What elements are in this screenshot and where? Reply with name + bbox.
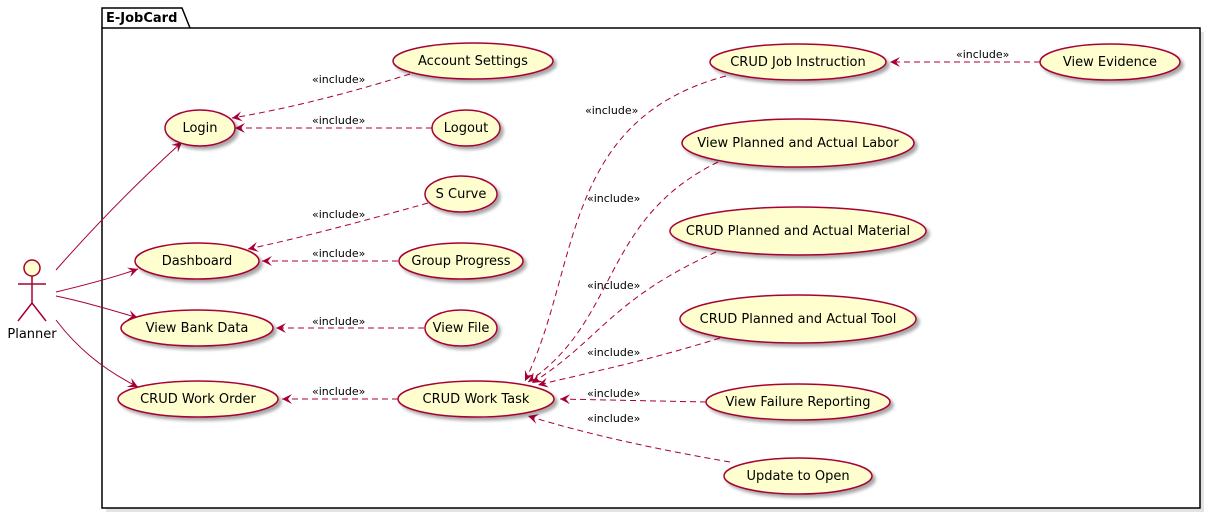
usecase-label: Update to Open [746,469,849,484]
actor-associations [55,141,183,388]
usecase-view-bank-data[interactable] [120,309,274,347]
usecase-crud-job-instruction[interactable] [709,43,887,81]
usecase-login[interactable] [164,109,236,147]
usecase-label: View Failure Reporting [725,395,870,410]
usecase-label: View Evidence [1063,55,1157,70]
dep-crud-job-instruction [524,75,727,382]
assoc-login [55,141,183,271]
use-cases [117,42,1181,495]
dep-crud-tool [537,337,721,388]
include-label: «include» [587,192,640,205]
dep-view-labor [527,161,719,383]
package-title: E-JobCard [106,11,177,26]
usecase-account-settings[interactable] [392,42,554,80]
package-e-jobcard: E-JobCard [101,7,1204,512]
usecase-view-failure-reporting[interactable] [705,383,891,421]
dep-account-settings [231,73,411,122]
include-label: «include» [312,208,365,221]
include-label: «include» [587,412,640,425]
usecase-label: Logout [444,121,489,136]
include-label: «include» [956,48,1009,61]
include-label: «include» [587,387,640,400]
include-labels: «include» «include» «include» «include» … [312,48,1009,425]
usecase-crud-work-order[interactable] [117,380,279,418]
usecase-view-file[interactable] [424,309,498,347]
usecase-crud-planned-actual-material[interactable] [669,206,927,256]
usecase-logout[interactable] [431,109,501,147]
usecase-view-planned-actual-labor[interactable] [681,118,915,168]
include-label: «include» [312,315,365,328]
include-label: «include» [312,73,365,86]
usecase-label: View Planned and Actual Labor [697,136,899,151]
usecase-label: Dashboard [162,254,233,269]
dep-failure-reporting [559,394,707,405]
usecase-s-curve[interactable] [424,175,498,213]
usecase-view-evidence[interactable] [1039,43,1181,81]
include-label: «include» [587,279,640,292]
usecase-label: CRUD Work Order [140,392,256,407]
assoc-crud-work-order [55,319,139,388]
usecase-update-to-open[interactable] [723,457,873,495]
usecase-crud-work-task[interactable] [397,380,555,418]
actor-head [23,259,41,277]
usecase-label: Login [182,121,217,136]
assoc-dashboard [55,267,139,293]
include-label: «include» [585,104,638,117]
include-label: «include» [312,247,365,260]
usecase-crud-planned-actual-tool[interactable] [679,294,917,344]
actor-right-leg [31,302,47,322]
usecase-dashboard[interactable] [134,242,260,280]
include-label: «include» [312,385,365,398]
usecase-group-progress[interactable] [398,242,524,280]
usecase-label: View File [433,321,490,336]
usecase-label: CRUD Planned and Actual Tool [700,312,897,327]
usecase-label: View Bank Data [146,321,249,336]
actor-label: Planner [7,327,57,342]
dep-update-to-open [527,414,731,463]
include-label: «include» [312,114,365,127]
include-dependencies [231,57,1040,463]
use-case-labels: Account Settings Login Logout S Curve Da… [140,54,1157,484]
actor-left-leg [17,302,33,322]
dep-s-curve [247,202,429,252]
usecase-label: CRUD Work Task [423,392,530,407]
usecase-label: Group Progress [411,254,510,269]
usecase-label: CRUD Planned and Actual Material [686,224,910,239]
actor-planner[interactable] [17,259,47,322]
usecase-label: S Curve [436,187,487,202]
include-label: «include» [587,346,640,359]
usecase-label: CRUD Job Instruction [730,55,866,70]
usecase-label: Account Settings [418,54,528,69]
assoc-view-bank-data [55,295,139,320]
